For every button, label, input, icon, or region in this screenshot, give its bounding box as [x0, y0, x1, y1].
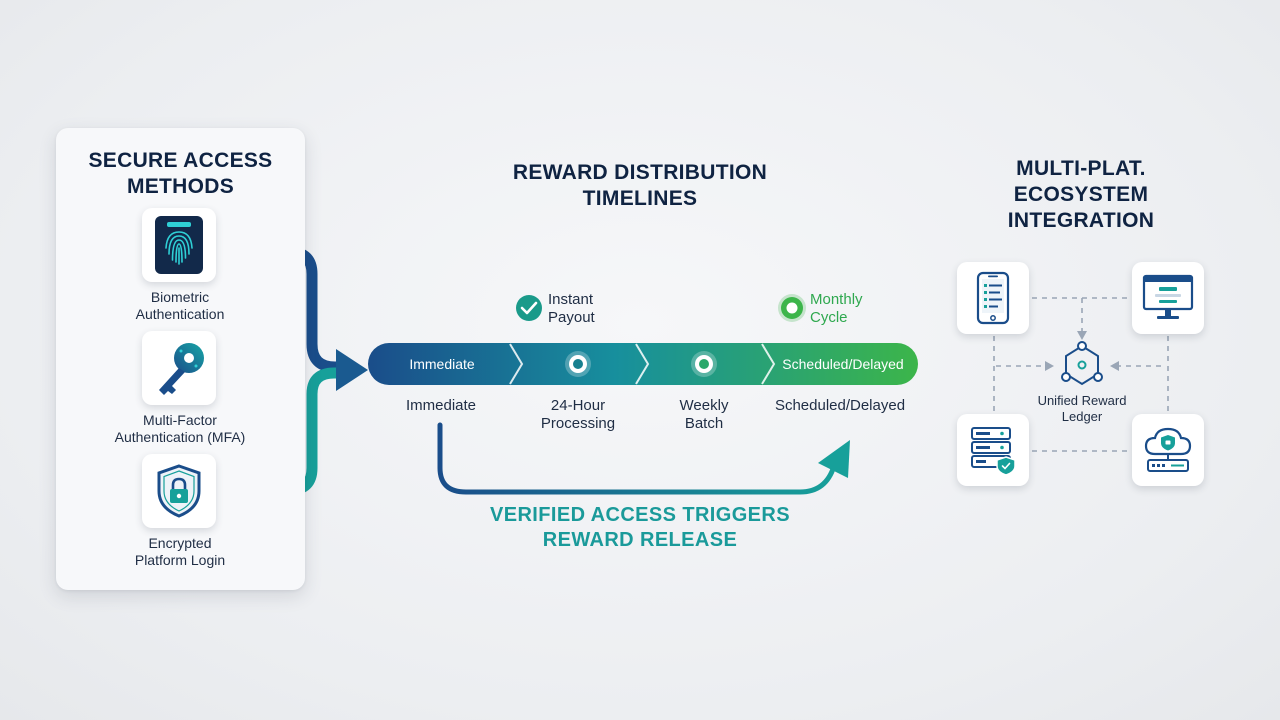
- timeline-chevrons: [509, 343, 776, 385]
- stage-label-weekly: Weekly Batch: [679, 397, 729, 432]
- trigger-curve-arrow: [437, 422, 837, 495]
- arrowhead-to-timeline: [336, 349, 368, 391]
- biometric-tile[interactable]: [142, 208, 216, 282]
- trigger-caption: VERIFIED ACCESS TRIGGERS REWARD RELEASE: [489, 504, 790, 551]
- timeline-bar: [368, 343, 918, 385]
- unified-ledger-label: Unified Reward Ledger: [1037, 393, 1127, 424]
- ecosystem-title: MULTI-PLAT. ECOSYSTEM INTEGRATION: [1007, 157, 1155, 232]
- ecosystem-connector-arrowheads: [1045, 331, 1119, 371]
- check-circle-icon: [516, 295, 542, 321]
- cloud-server-icon: [1144, 427, 1192, 472]
- desktop-monitor-icon: [1142, 274, 1194, 319]
- mobile-app-icon: [976, 271, 1010, 325]
- reward-timeline-title: REWARD DISTRIBUTION TIMELINES: [512, 161, 768, 210]
- ecosystem-node-cloud[interactable]: [1132, 414, 1204, 486]
- stage-label-24-hour: 24-Hour Processing: [540, 397, 616, 432]
- timeline-nodes: [565, 351, 717, 377]
- ecosystem-node-desktop[interactable]: [1132, 262, 1204, 334]
- ecosystem-node-server[interactable]: [957, 414, 1029, 486]
- stage-label-immediate: Immediate: [405, 397, 477, 414]
- stage-label-scheduled: Scheduled/Delayed: [774, 397, 906, 414]
- ecosystem-connectors: [993, 297, 1169, 452]
- encrypted-login-label: Encrypted Platform Login: [134, 535, 226, 568]
- secure-access-title: SECURE ACCESS METHODS: [88, 149, 273, 198]
- mfa-tile[interactable]: [142, 331, 216, 405]
- ecosystem-node-mobile[interactable]: [957, 262, 1029, 334]
- dot-circle-icon: [778, 294, 806, 322]
- stage-immediate-bar-text: Immediate: [409, 356, 475, 372]
- mfa-label: Multi-Factor Authentication (MFA): [114, 412, 246, 445]
- server-rack-icon: [971, 427, 1016, 476]
- milestone-instant-payout: Instant Payout: [548, 291, 595, 326]
- biometric-label: Biometric Authentication: [135, 289, 225, 322]
- fingerprint-icon: [155, 216, 203, 274]
- stage-scheduled-bar-text: Scheduled/Delayed: [782, 356, 904, 372]
- milestone-monthly-cycle: Monthly Cycle: [810, 291, 863, 326]
- unified-ledger-icon: [1061, 341, 1103, 386]
- trigger-arrowhead: [818, 440, 850, 478]
- shield-lock-icon: [157, 464, 201, 518]
- key-icon: [159, 343, 204, 395]
- encrypted-login-tile[interactable]: [142, 454, 216, 528]
